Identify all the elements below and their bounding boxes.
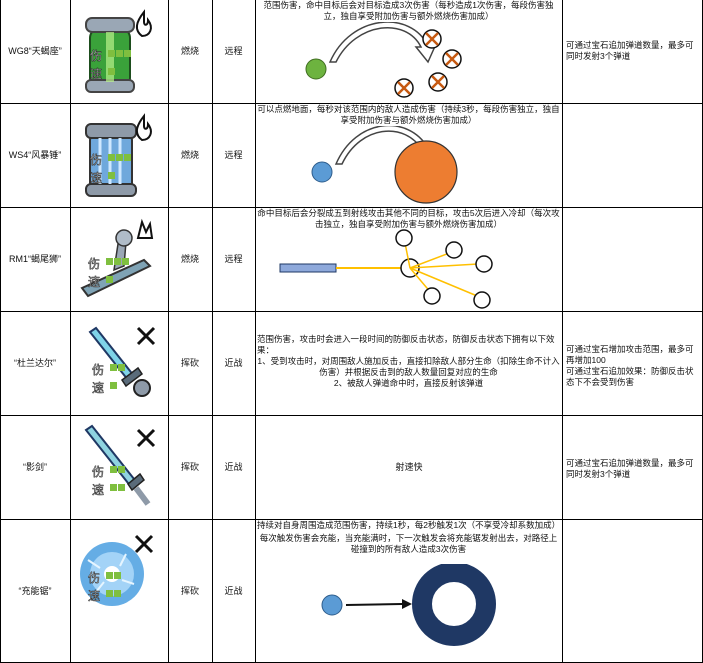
range-type: 近战 xyxy=(224,358,243,368)
weapon-description: 范围伤害，命中目标后会对目标造成3次伤害（每秒造成1次伤害，每段伤害独立，独自享… xyxy=(263,0,554,21)
range-type: 远程 xyxy=(224,150,243,160)
range-type: 近战 xyxy=(224,462,243,472)
svg-text:速: 速 xyxy=(92,381,104,395)
weapon-description: 可以点燃地面，每秒对该范围内的敌人造成伤害（持续3秒，每段伤害独立，独自享受附加… xyxy=(257,104,560,125)
range-type: 远程 xyxy=(224,254,243,264)
weapon-description: 命中目标后会分裂成五到射线攻击其他不同的目标，攻击5次后进入冷却（每次攻击独立，… xyxy=(257,208,560,229)
col-border xyxy=(562,0,563,663)
description-line: 1、受到攻击时，对周围敌人施加反击，直接扣除敌人部分生命（扣除生命不计入伤害）并… xyxy=(257,356,560,377)
svg-text:伤: 伤 xyxy=(92,465,104,479)
weapon-icon-charge-saw: 伤 速 xyxy=(80,534,154,606)
weapon-name: “充能锯” xyxy=(18,585,52,596)
svg-text:伤: 伤 xyxy=(90,153,102,167)
weapon-name: WG8“天蝎座” xyxy=(8,46,62,56)
weapon-name: RM1“蝎尾狮” xyxy=(9,254,61,264)
svg-text:伤: 伤 xyxy=(92,363,104,377)
svg-text:伤: 伤 xyxy=(88,571,100,585)
col-border xyxy=(255,0,256,663)
damage-type: 挥砍 xyxy=(180,358,199,368)
weapon-icon-storm-hammer: 伤 速 xyxy=(85,113,152,197)
col-border xyxy=(168,0,169,663)
weapon-icon-durandal: 伤 速 xyxy=(88,326,156,397)
svg-text:伤: 伤 xyxy=(90,49,102,63)
damage-type: 燃烧 xyxy=(180,46,199,56)
weapon-icon-manticore: 伤 速 xyxy=(80,218,154,298)
col-border xyxy=(0,0,1,663)
damage-type: 燃烧 xyxy=(180,254,199,264)
row-border xyxy=(0,311,703,312)
range-type: 近战 xyxy=(224,585,243,596)
description-line: 范围伤害，攻击时会进入一段时间的防御反击状态，防御反击状态下拥有以下效果： xyxy=(257,334,555,355)
mechanic-diagram-charge-saw xyxy=(321,564,496,646)
weapon-icon-shadow-sword: 伤 速 xyxy=(84,424,156,506)
damage-type: 挥砍 xyxy=(180,462,199,472)
weapon-name: “杜兰达尔” xyxy=(14,358,56,368)
crossed-swords-icon xyxy=(136,326,156,346)
gem-note: 可通过宝石追加弹道数量，最多可同时发射3个弹道 xyxy=(566,458,694,479)
weapon-description: 范围伤害，攻击时会进入一段时间的防御反击状态，防御反击状态下拥有以下效果： 1、… xyxy=(257,334,560,389)
weapon-name: WS4“风暴锤” xyxy=(8,150,62,160)
target-x-icon xyxy=(428,72,448,92)
weapon-icon-scorpio: 伤 速 xyxy=(85,9,152,93)
svg-text:速: 速 xyxy=(90,171,102,185)
description-line: 持续对自身周围造成范围伤害，持续1秒，每2秒触发1次（不享受冷却系数加成） xyxy=(257,520,561,530)
row-border xyxy=(0,103,703,104)
svg-text:速: 速 xyxy=(88,275,100,289)
weapon-description: 射速快 xyxy=(395,462,423,472)
crossed-swords-icon xyxy=(134,534,154,554)
flame-icon xyxy=(136,9,152,38)
svg-text:速: 速 xyxy=(92,483,104,497)
mechanic-diagram-scorpio xyxy=(305,22,462,98)
svg-text:伤: 伤 xyxy=(88,257,100,271)
weapon-description: 持续对自身周围造成范围伤害，持续1秒，每2秒触发1次（不享受冷却系数加成） 每次… xyxy=(257,520,560,555)
row-border xyxy=(0,415,703,416)
gem-note: 可通过宝石增加攻击范围，最多可再增加100 可通过宝石追加效果：防御反击状态下不… xyxy=(566,344,694,387)
target-x-icon xyxy=(394,78,414,98)
target-x-icon xyxy=(422,29,442,49)
svg-text:速: 速 xyxy=(88,589,100,603)
description-line: 每次触发伤害会充能，当充能满时，下一次触发会将充能锯发射出去，对路径上碰撞到的所… xyxy=(259,533,558,554)
damage-type: 挥砍 xyxy=(180,585,199,596)
crossed-swords-icon xyxy=(136,428,156,448)
col-border xyxy=(70,0,71,663)
description-line: 2、被敌人弹道命中时，直接反射该弹道 xyxy=(333,378,484,388)
weapon-name: “影剑” xyxy=(23,462,47,472)
mechanic-diagram-manticore xyxy=(279,229,493,309)
mechanic-diagram-storm-hammer xyxy=(311,126,458,204)
col-border xyxy=(212,0,213,663)
row-border xyxy=(0,519,703,520)
damage-type: 燃烧 xyxy=(180,150,199,160)
gem-note: 可通过宝石追加弹道数量，最多可同时发射3个弹道 xyxy=(566,40,694,61)
range-type: 远程 xyxy=(224,46,243,56)
flame-icon xyxy=(136,218,154,239)
target-x-icon xyxy=(442,49,462,69)
flame-icon xyxy=(136,113,152,142)
row-border xyxy=(0,207,703,208)
svg-text:速: 速 xyxy=(90,67,102,81)
